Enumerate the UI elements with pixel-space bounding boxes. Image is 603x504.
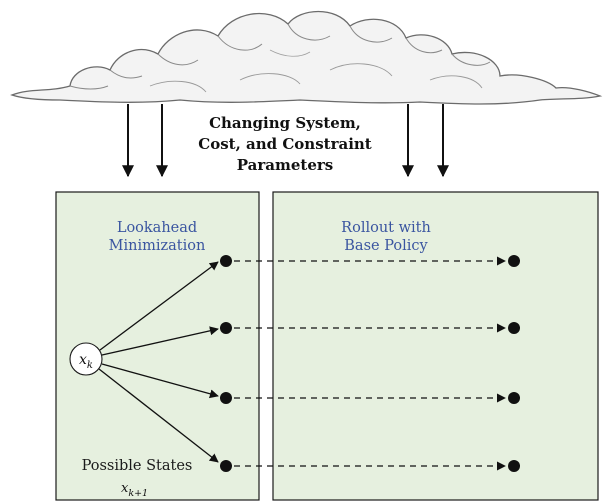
header-line-3: Parameters: [237, 156, 333, 174]
cloud-icon: [10, 11, 603, 105]
terminal-dot-2: [508, 322, 520, 334]
next-state-dot-2: [220, 322, 232, 334]
terminal-dot-1: [508, 255, 520, 267]
branch-arrow-4: [98, 368, 219, 463]
terminal-dot-4: [508, 460, 520, 472]
possible-states-label: Possible States: [82, 458, 193, 474]
rollout-box: [272, 191, 599, 501]
header-line-2: Cost, and Constraint: [198, 135, 372, 153]
terminal-dot-3: [508, 392, 520, 404]
branch-arrow-2: [101, 326, 219, 356]
lookahead-title-line-2: Minimization: [109, 238, 206, 254]
next-state-dot-1: [220, 255, 232, 267]
branch-arrow-3: [101, 363, 219, 399]
header-line-1: Changing System,: [209, 114, 361, 132]
branch-arrow-1: [99, 261, 219, 351]
next-state-dot-4: [220, 460, 232, 472]
next-state-symbol: xk+1: [121, 481, 148, 499]
next-state-dot-3: [220, 392, 232, 404]
lookahead-title-line-1: Lookahead: [117, 220, 197, 236]
rollout-title-line-2: Base Policy: [344, 238, 428, 254]
state-node-label: xk: [79, 352, 93, 371]
rollout-title-line-1: Rollout with: [341, 220, 431, 236]
state-node-xk: [69, 342, 103, 376]
